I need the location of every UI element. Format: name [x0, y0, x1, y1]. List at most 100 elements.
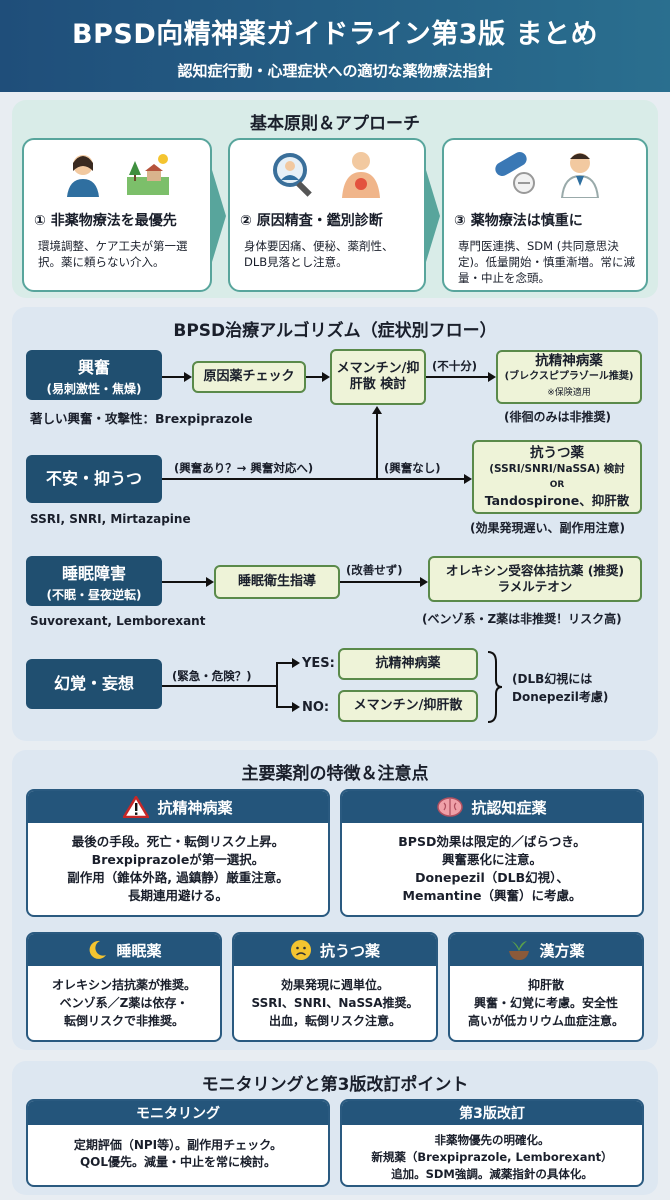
drug-card-antidepressant-title: 抗うつ薬: [319, 941, 380, 960]
box-antidepressant-sub: (SSRI/SNRI/NaSSA) 検討: [489, 463, 625, 475]
sleep-note: Suvorexant, Lemborexant: [30, 614, 206, 628]
header: BPSD向精神薬ガイドライン第3版 まとめ 認知症行動・心理症状への適切な薬物療…: [0, 0, 670, 92]
drug-card-antipsychotic-title: 抗精神病薬: [157, 798, 233, 817]
box-yes-antipsychotic: 抗精神病薬: [338, 648, 478, 680]
box-memantine-consider: メマンチン/抑肝散 検討: [330, 349, 426, 405]
label-agitation-branch: (興奮あり？→ 興奮対応へ): [174, 461, 314, 475]
label-no: NO:: [302, 700, 330, 715]
symptom-hallucination: 幻覚・妄想: [26, 659, 162, 709]
revision-card-title: 第3版改訂: [342, 1101, 642, 1125]
label-insufficient: (不十分): [432, 359, 478, 373]
moon-icon: [90, 940, 107, 959]
principles-title: 基本原則＆アプローチ: [250, 114, 420, 134]
drugs-title: 主要薬剤の特徴＆注意点: [241, 764, 429, 784]
principle-step-3-title: ③ 薬物療法は慎重に: [454, 213, 583, 229]
monitor-card-title: モニタリング: [28, 1101, 328, 1125]
brace-icon: [487, 651, 503, 723]
label-urgent: (緊急・危険？): [172, 669, 252, 683]
revision-line-1: 非薬物優先の明確化。: [434, 1133, 550, 1147]
antidementia-line-2: 興奮悪化に注意。: [441, 852, 542, 867]
antidementia-line-3: Donepezil（DLB幻視）、: [415, 870, 569, 885]
antidepressant-line-1: 効果発現に週単位。: [280, 978, 389, 992]
symptom-agitation-sub: (易刺激性・焦燥): [46, 382, 142, 396]
label-yes: YES:: [302, 656, 335, 671]
page-subtitle: 認知症行動・心理症状への適切な薬物療法指針: [177, 62, 493, 80]
principle-step-1: ① 非薬物療法を最優先 環境調整、ケア工夫が第一選択。薬に頼らない介入。: [22, 138, 212, 292]
drug-card-kampo: 漢方薬 抑肝散 興奮・幻覚に考慮。安全性 高いが低カリウム血症注意。: [448, 932, 644, 1042]
revision-line-2: 新規薬（Brexpiprazole, Lemborexant）: [371, 1150, 613, 1164]
monitor-card: モニタリング 定期評価（NPI等）。副作用チェック。 QOL優先。減量・中止を常…: [26, 1099, 330, 1187]
box-antipsychotic: 抗精神病薬 (ブレクスピプラゾール推奨) ※保険適用: [496, 350, 642, 404]
kampo-line-3: 高いが低カリウム血症注意。: [467, 1014, 624, 1028]
principle-step-2: ② 原因精査・鑑別診断 身体要因痛、便秘、薬剤性、DLB見落とし注意。: [228, 138, 426, 292]
principle-step-1-desc: 環境調整、ケア工夫が第一選択。薬に頼らない介入。: [38, 239, 188, 269]
benzo-note: (ベンゾ系・Z薬は非推奨！リスク高): [422, 612, 622, 626]
principle-step-3-desc: 専門医連携、SDM (共同意思決定)。低量開始・慎重漸増。常に減量・中止を念頭。: [458, 239, 635, 285]
page-title: BPSD向精神薬ガイドライン第3版 まとめ: [72, 19, 598, 50]
revision-line-3: 追加。SDM強調。減薬指針の具体化。: [391, 1167, 593, 1181]
step-arrow-1: [212, 170, 226, 262]
drug-card-antidementia-title: 抗認知症薬: [471, 798, 547, 817]
antipsychotic-line-3: 副作用（錐体外路, 過鎮静）厳重注意。: [67, 870, 289, 885]
symptom-sleep-name: 睡眠障害: [61, 564, 126, 583]
monitor-line-1: 定期評価（NPI等）。副作用チェック。: [73, 1138, 283, 1152]
box-antidepressant-alt: Tandospirone、抑肝散: [484, 493, 630, 508]
herb-mortar-icon: [509, 941, 530, 960]
principle-step-1-title: ① 非薬物療法を最優先: [34, 213, 177, 229]
environment-icon: [127, 154, 169, 195]
drug-card-hypnotic-title: 睡眠薬: [116, 941, 162, 960]
revision-card: 第3版改訂 非薬物優先の明確化。 新規薬（Brexpiprazole, Lemb…: [340, 1099, 644, 1187]
box-antidepressant-title: 抗うつ薬: [530, 445, 584, 461]
hypnotic-line-3: 転倒リスクで非推奨。: [63, 1014, 184, 1028]
principle-step-3: ③ 薬物療法は慎重に 専門医連携、SDM (共同意思決定)。低量開始・慎重漸増。…: [442, 138, 648, 292]
antipsychotic-line-4: 長期連用避ける。: [127, 888, 228, 903]
dlb-note-1: (DLB幻視には: [512, 672, 593, 686]
hypnotic-line-2: ベンゾ系／Z薬は依存・: [59, 996, 189, 1010]
antidementia-line-1: BPSD効果は限定的／ばらつき。: [398, 834, 586, 849]
brain-icon: [437, 797, 464, 817]
box-cause-check: 原因薬チェック: [192, 361, 306, 393]
caregiver-icon: [67, 155, 99, 197]
label-no-improvement: (改善せず): [346, 563, 403, 577]
box-orexin: オレキシン受容体拮抗薬 (推奨) ラメルテオン: [428, 556, 642, 602]
box-antipsychotic-note: ※保険適用: [547, 388, 591, 398]
box-antidepressant-or: OR: [549, 480, 565, 490]
antidepressant-note: (効果発現遅い、副作用注意): [470, 521, 625, 535]
antidepressant-line-3: 出血，転倒リスク注意。: [268, 1014, 401, 1028]
antipsychotic-line-1: 最後の手段。死亡・転倒リスク上昇。: [71, 834, 285, 849]
step-arrow-2: [426, 170, 440, 262]
drug-card-antipsychotic: 抗精神病薬 最後の手段。死亡・転倒リスク上昇。 Brexpiprazoleが第一…: [26, 789, 330, 917]
box-antipsychotic-sub: (ブレクスピプラゾール推奨): [504, 371, 634, 382]
label-no-agitation: (興奮なし): [384, 461, 441, 475]
symptom-sleep: 睡眠障害 (不眠・昼夜逆転): [26, 556, 162, 606]
algorithm-title: BPSD治療アルゴリズム（症状別フロー）: [173, 321, 497, 341]
hypnotic-line-1: オレキシン拮抗薬が推奨。: [51, 978, 196, 992]
box-antipsychotic-title: 抗精神病薬: [535, 353, 603, 369]
symptom-sleep-sub: (不眠・昼夜逆転): [46, 588, 142, 602]
magnifier-person-icon: [273, 153, 312, 197]
box-antidepressant: 抗うつ薬 (SSRI/SNRI/NaSSA) 検討 OR Tandospiron…: [472, 440, 642, 514]
symptom-anxiety: 不安・抑うつ: [26, 455, 162, 503]
anxiety-note: SSRI, SNRI, Mirtazapine: [30, 512, 191, 526]
box-no-memantine: メマンチン/抑肝散: [338, 690, 478, 722]
monitor-line-2: QOL優先。減量・中止を常に検討。: [79, 1155, 277, 1169]
principle-step-2-title: ② 原因精査・鑑別診断: [240, 213, 383, 229]
kampo-line-2: 興奮・幻覚に考慮。安全性: [473, 996, 618, 1010]
box-orexin-line2: ラメルテオン: [497, 579, 573, 594]
body-pain-icon: [342, 152, 380, 198]
box-memantine-text: メマンチン/抑肝散 検討: [336, 361, 420, 392]
doctor-icon: [560, 153, 600, 198]
box-orexin-line1: オレキシン受容体拮抗薬 (推奨): [445, 563, 625, 578]
dlb-note-2: Donepezil考慮): [512, 690, 609, 704]
box-sleep-hygiene: 睡眠衛生指導: [214, 565, 340, 599]
drug-card-antidepressant: 抗うつ薬 効果発現に週単位。 SSRI、SNRI、NaSSA推奨。 出血，転倒リ…: [232, 932, 438, 1042]
sad-face-icon: [290, 940, 311, 960]
symptom-agitation-name: 興奮: [77, 358, 110, 377]
kampo-line-1: 抑肝散: [527, 978, 564, 992]
antidementia-line-4: Memantine（興奮）に考慮。: [402, 888, 582, 903]
antidepressant-line-2: SSRI、SNRI、NaSSA推奨。: [251, 996, 419, 1010]
pill-icon: [495, 152, 535, 194]
symptom-agitation: 興奮 (易刺激性・焦燥): [26, 350, 162, 400]
drug-card-hypnotic: 睡眠薬 オレキシン拮抗薬が推奨。 ベンゾ系／Z薬は依存・ 転倒リスクで非推奨。: [26, 932, 222, 1042]
agitation-note: 著しい興奮・攻撃性：Brexpiprazole: [30, 411, 253, 426]
